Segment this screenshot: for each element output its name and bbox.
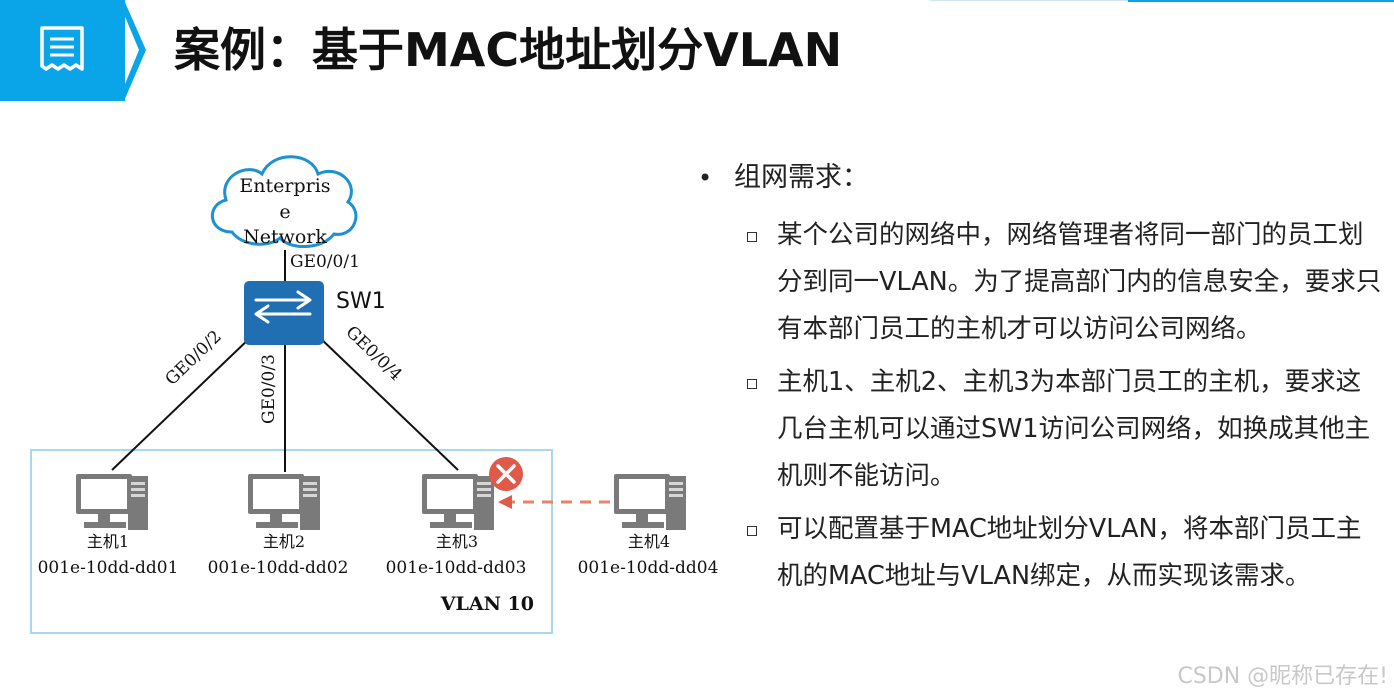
blocked-x-icon (489, 457, 523, 491)
host1-pc-icon (76, 474, 148, 530)
list-item-text: 可以配置基于MAC地址划分VLAN，将本部门员工主机的MAC地址与VLAN绑定，… (777, 514, 1362, 591)
network-diagram: Enterpris e Network GE0/0/1 GE0/0/2 GE0/… (0, 120, 740, 680)
link-ge002 (111, 335, 253, 471)
square-bullet-icon (747, 232, 757, 242)
cloud-label-line2: e (279, 201, 290, 223)
list-item: 可以配置基于MAC地址划分VLAN，将本部门员工主机的MAC地址与VLAN绑定，… (696, 506, 1386, 600)
port-label-ge002: GE0/0/2 (162, 327, 226, 390)
cloud-label-line1: Enterpris (239, 175, 330, 197)
host1-mac: 001e-10dd-dd01 (38, 558, 179, 578)
square-bullet-icon (747, 526, 757, 536)
port-label-ge004: GE0/0/4 (342, 322, 406, 385)
list-item: 主机1、主机2、主机3为本部门员工的主机，要求这几台主机可以通过SW1访问公司网… (696, 359, 1386, 500)
host4-pc-icon (614, 474, 686, 530)
switch-name: SW1 (336, 289, 386, 314)
top-rule-light (930, 0, 1130, 1)
cloud-icon (210, 155, 358, 249)
host2-mac: 001e-10dd-dd02 (208, 558, 349, 578)
host3-pc-icon (422, 474, 494, 530)
header-chevron (118, 0, 146, 101)
square-bullet-icon (747, 379, 757, 389)
bullet-dot-icon: • (698, 164, 713, 192)
requirements-list: 某个公司的网络中，网络管理者将同一部门的员工划分到同一VLAN。为了提高部门内的… (696, 212, 1386, 600)
page-title: 案例：基于MAC地址划分VLAN (174, 23, 843, 77)
requirements-heading-text: 组网需求： (734, 162, 869, 193)
host1-name: 主机1 (87, 532, 129, 551)
list-item: 某个公司的网络中，网络管理者将同一部门的员工划分到同一VLAN。为了提高部门内的… (696, 212, 1386, 353)
requirements-panel: • 组网需求： 某个公司的网络中，网络管理者将同一部门的员工划分到同一VLAN。… (696, 158, 1386, 606)
document-icon (40, 26, 84, 71)
topology-svg: Enterpris e Network GE0/0/1 GE0/0/2 GE0/… (30, 155, 719, 634)
host3-name: 主机3 (436, 532, 478, 551)
vlan-label: VLAN 10 (440, 593, 534, 615)
host3-mac: 001e-10dd-dd03 (386, 558, 527, 578)
host2-pc-icon (248, 474, 320, 530)
port-label-ge003: GE0/0/3 (259, 354, 279, 424)
header-band (0, 0, 125, 101)
host2-name: 主机2 (263, 532, 305, 551)
vlan-box (30, 449, 553, 634)
switch-icon (244, 281, 324, 345)
top-rule (1128, 0, 1394, 2)
link-ge004 (317, 335, 459, 471)
host4-mac: 001e-10dd-dd04 (578, 558, 719, 578)
list-item-text: 某个公司的网络中，网络管理者将同一部门的员工划分到同一VLAN。为了提高部门内的… (777, 220, 1382, 344)
arrow-head-icon (498, 495, 512, 509)
host4-name: 主机4 (628, 532, 670, 551)
requirements-heading: • 组网需求： (696, 158, 1386, 198)
watermark: CSDN @昵称已存在! (1177, 664, 1388, 689)
cloud-label-line3: Network (243, 226, 327, 248)
list-item-text: 主机1、主机2、主机3为本部门员工的主机，要求这几台主机可以通过SW1访问公司网… (777, 367, 1371, 491)
port-label-uplink: GE0/0/1 (290, 252, 360, 272)
